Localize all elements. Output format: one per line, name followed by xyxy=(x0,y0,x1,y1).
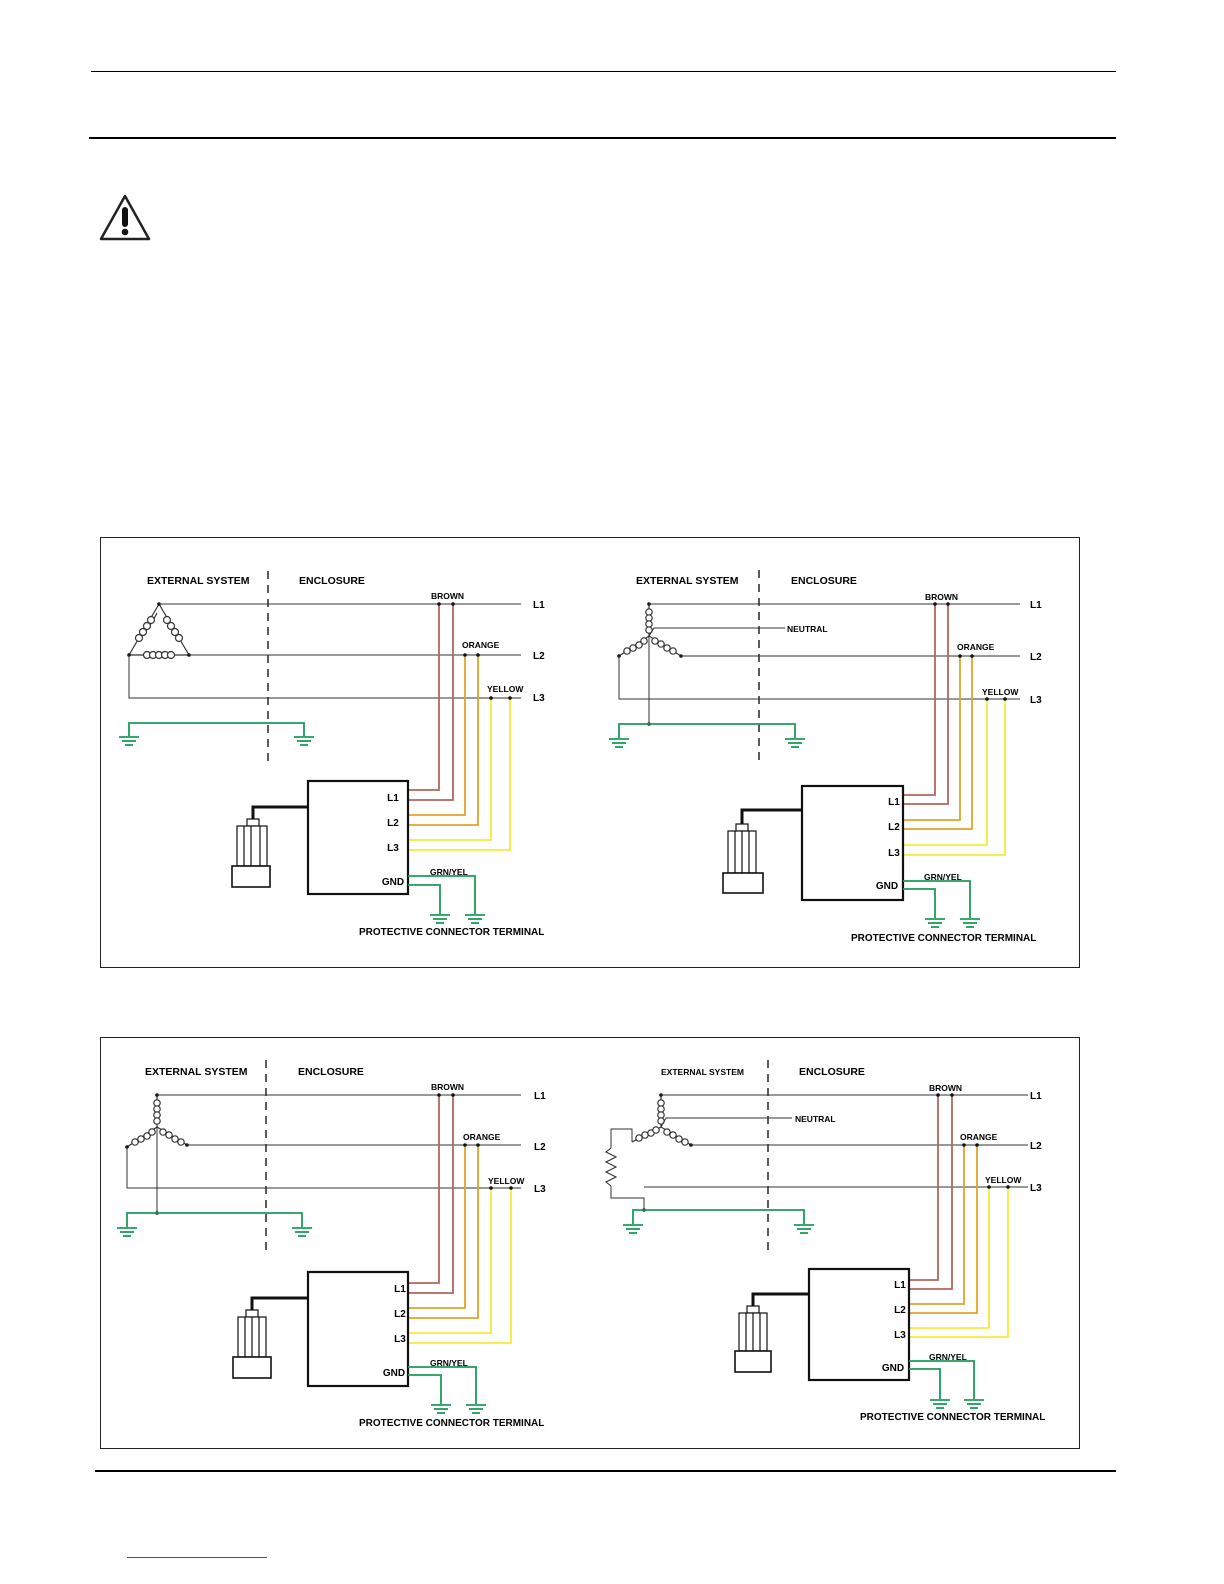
line-label-l2: L2 xyxy=(533,651,545,662)
motor-cable xyxy=(751,1292,809,1306)
terminal-label-l1: L1 xyxy=(894,1280,906,1291)
terminal-label-l1: L1 xyxy=(888,797,900,808)
wire-label-orange: ORANGE xyxy=(960,1132,998,1142)
line-label-l1: L1 xyxy=(1030,600,1042,611)
wire-label-orange: ORANGE xyxy=(957,642,995,652)
wiring-diagram-wye: EXTERNAL SYSTEM ENCLOSURE L1 L2 L3 BROWN… xyxy=(117,1060,546,1429)
wiring-diagram-delta: EXTERNAL SYSTEM ENCLOSURE L1 L2 L3 BROWN… xyxy=(119,571,545,938)
wire-label-brown: BROWN xyxy=(925,592,958,602)
wire-label-ground: GRN/YEL xyxy=(430,867,468,877)
line-label-l3: L3 xyxy=(1030,695,1042,706)
footer-rule xyxy=(95,1470,1116,1472)
terminal-label-gnd: GND xyxy=(382,877,404,888)
wye-source xyxy=(631,1095,692,1146)
wire-label-brown: BROWN xyxy=(431,591,464,601)
terminal-label-l2: L2 xyxy=(894,1305,906,1316)
terminal-label-l3: L3 xyxy=(888,848,900,859)
line-label-l1: L1 xyxy=(533,600,545,611)
wye-source xyxy=(126,1095,188,1148)
figure-top xyxy=(100,537,1080,968)
wire-label-brown: BROWN xyxy=(431,1082,464,1092)
terminal-label-l3: L3 xyxy=(387,843,399,854)
wye-source xyxy=(618,604,682,657)
enclosure-label: ENCLOSURE xyxy=(791,575,857,587)
wiring-diagram-wye-neutral: EXTERNAL SYSTEM ENCLOSURE NEUTRAL L1 L2 … xyxy=(609,570,1042,944)
motor-icon xyxy=(232,1309,272,1379)
delta-coils xyxy=(134,612,184,660)
wire-label-orange: ORANGE xyxy=(462,640,500,650)
protective-connector-label: PROTECTIVE CONNECTOR TERMINAL xyxy=(851,933,1036,944)
motor-icon xyxy=(231,818,271,888)
terminal-box xyxy=(807,1267,911,1382)
terminal-label-gnd: GND xyxy=(383,1368,405,1379)
figure-bottom xyxy=(100,1037,1080,1449)
wire-label-yellow: YELLOW xyxy=(985,1175,1022,1185)
motor-icon xyxy=(722,823,764,894)
motor-cable xyxy=(250,1296,308,1310)
wire-label-ground: GRN/YEL xyxy=(929,1352,967,1362)
motor-icon xyxy=(734,1305,772,1373)
terminal-label-l2: L2 xyxy=(387,818,399,829)
terminal-box xyxy=(800,784,905,902)
terminal-label-l1: L1 xyxy=(394,1284,406,1295)
wire-label-orange: ORANGE xyxy=(463,1132,501,1142)
header-rule-top xyxy=(91,71,1116,72)
line-label-l3: L3 xyxy=(533,693,545,704)
line-label-l2: L2 xyxy=(1030,1141,1042,1152)
terminal-box xyxy=(306,779,410,896)
terminal-box xyxy=(306,1270,410,1388)
footer-link-underline[interactable] xyxy=(127,1557,267,1558)
wire-label-ground: GRN/YEL xyxy=(924,872,962,882)
wire-label-yellow: YELLOW xyxy=(488,1176,525,1186)
protective-connector-label: PROTECTIVE CONNECTOR TERMINAL xyxy=(860,1412,1045,1423)
terminal-label-l3: L3 xyxy=(894,1330,906,1341)
external-system-label: EXTERNAL SYSTEM xyxy=(145,1066,248,1078)
header-rule-bottom xyxy=(89,137,1116,139)
line-label-l1: L1 xyxy=(1030,1091,1042,1102)
delta-source xyxy=(128,603,190,656)
wire-label-yellow: YELLOW xyxy=(487,684,524,694)
enclosure-label: ENCLOSURE xyxy=(799,1066,865,1078)
resistor xyxy=(604,1147,618,1187)
line-label-l2: L2 xyxy=(1030,652,1042,663)
line-label-l3: L3 xyxy=(534,1184,546,1195)
external-system-label: EXTERNAL SYSTEM xyxy=(147,575,250,587)
terminal-label-l2: L2 xyxy=(394,1309,406,1320)
wire-label-ground: GRN/YEL xyxy=(430,1358,468,1368)
enclosure-label: ENCLOSURE xyxy=(298,1066,364,1078)
terminal-label-gnd: GND xyxy=(876,881,898,892)
neutral-label: NEUTRAL xyxy=(787,624,828,634)
terminal-label-l2: L2 xyxy=(888,822,900,833)
line-label-l3: L3 xyxy=(1030,1183,1042,1194)
terminal-label-l1: L1 xyxy=(387,793,399,804)
line-label-l2: L2 xyxy=(534,1142,546,1153)
external-system-label: EXTERNAL SYSTEM xyxy=(636,575,739,587)
terminal-label-l3: L3 xyxy=(394,1334,406,1345)
external-system-label: EXTERNAL SYSTEM xyxy=(661,1067,744,1077)
protective-connector-label: PROTECTIVE CONNECTOR TERMINAL xyxy=(359,927,544,938)
terminal-label-gnd: GND xyxy=(882,1363,904,1374)
wire-label-yellow: YELLOW xyxy=(982,687,1019,697)
neutral-label: NEUTRAL xyxy=(795,1114,836,1124)
wiring-diagram-wye-resistor: EXTERNAL SYSTEM ENCLOSURE NEUTRAL L1 L2 … xyxy=(604,1060,1045,1423)
line-label-l1: L1 xyxy=(534,1091,546,1102)
enclosure-label: ENCLOSURE xyxy=(299,575,365,587)
warning-triangle-icon xyxy=(99,194,151,241)
protective-connector-label: PROTECTIVE CONNECTOR TERMINAL xyxy=(359,1418,544,1429)
motor-cable xyxy=(740,808,802,824)
wire-label-brown: BROWN xyxy=(929,1083,962,1093)
motor-cable xyxy=(251,805,308,819)
